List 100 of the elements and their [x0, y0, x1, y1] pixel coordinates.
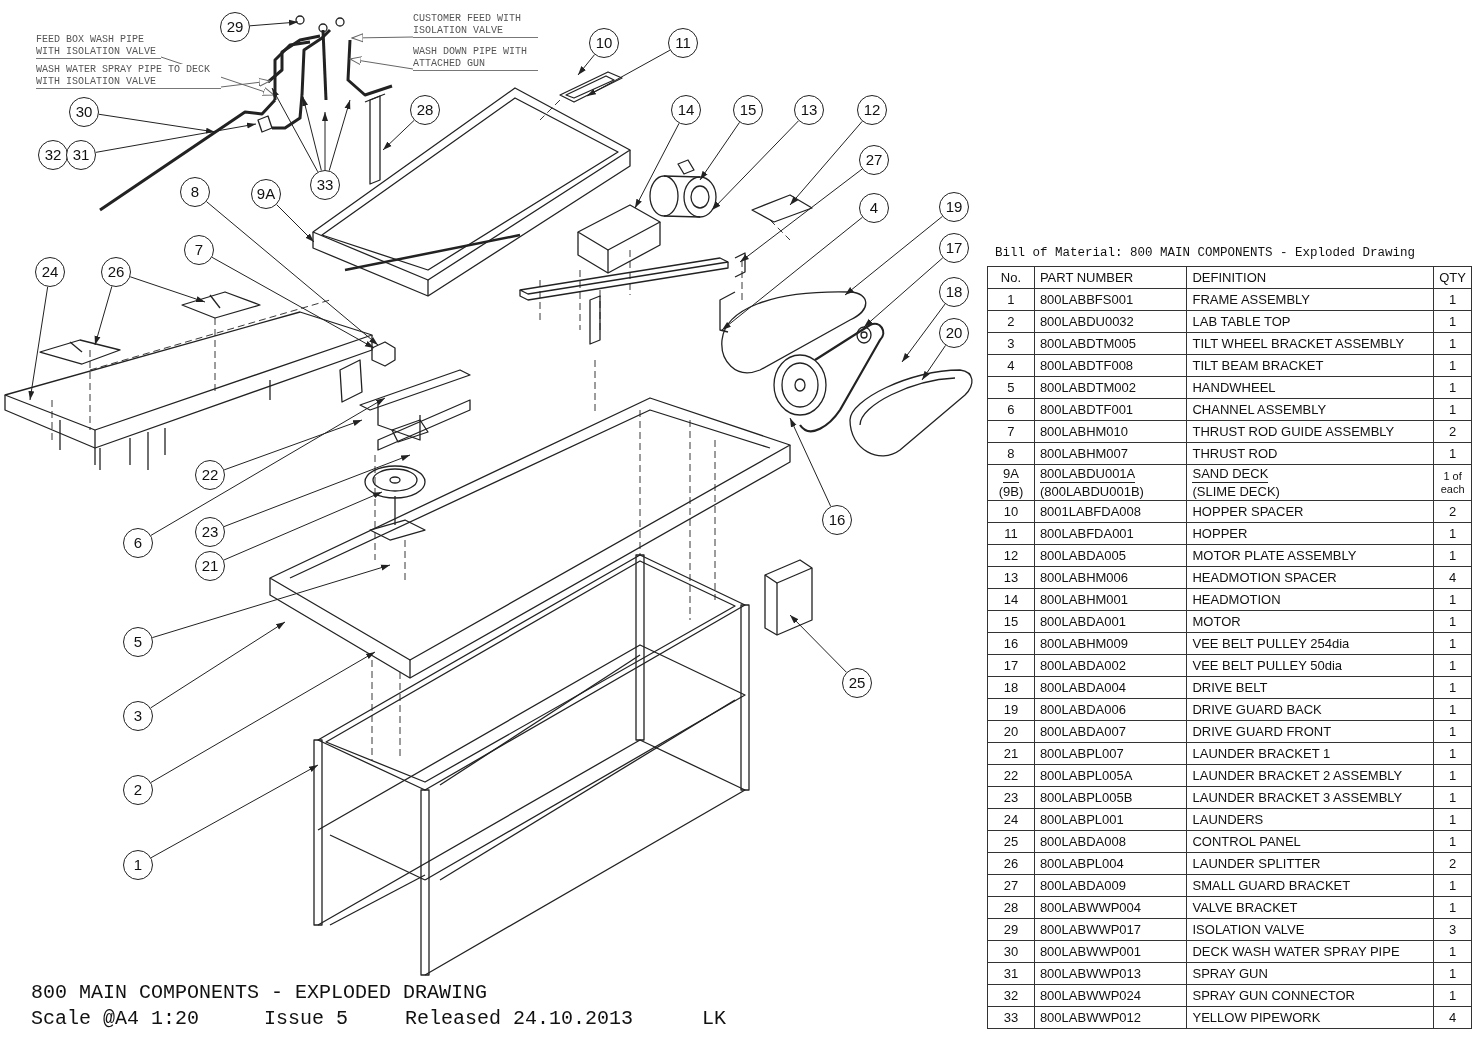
item-number: 6	[1007, 402, 1015, 417]
quantity: 1	[1449, 944, 1457, 959]
part-number: 800LABHM006	[1039, 570, 1129, 585]
column-header: QTY	[1439, 270, 1466, 285]
quantity: 1	[1449, 988, 1457, 1003]
part-definition: LAUNDER BRACKET 2 ASSEMBLY	[1192, 768, 1403, 783]
callout-number: 10	[589, 28, 619, 58]
part-definition: DRIVE GUARD BACK	[1192, 702, 1322, 717]
part-definition: SPRAY GUN	[1192, 966, 1268, 981]
leader-line	[150, 764, 319, 859]
part-number: 800LABHM001	[1039, 592, 1129, 607]
item-number: 28	[1003, 900, 1019, 915]
column-header: DEFINITION	[1192, 270, 1267, 285]
callout-number: 29	[220, 12, 250, 42]
part-number: 800LABWWP001	[1039, 944, 1142, 959]
callout-number: 9A	[251, 179, 281, 209]
part-definition: LAUNDERS	[1192, 812, 1264, 827]
leader-line	[151, 564, 391, 639]
part-number: 800LABPL007	[1039, 746, 1124, 761]
part-definition: CHANNEL ASSEMBLY	[1192, 402, 1327, 417]
part-definition: HANDWHEEL	[1192, 380, 1276, 395]
leader-line	[206, 201, 379, 346]
callout-number: 6	[123, 528, 153, 558]
leader-line	[586, 49, 671, 97]
item-number: 13	[1003, 570, 1019, 585]
part-definition: (SLIME DECK)	[1192, 483, 1281, 500]
item-number: 16	[1003, 636, 1019, 651]
leader-line	[211, 256, 375, 349]
item-number: 15	[1003, 614, 1019, 629]
callout-number: 27	[859, 145, 889, 175]
item-number: 22	[1003, 768, 1019, 783]
leader-line	[28, 286, 49, 401]
leader-line	[711, 120, 800, 211]
part-number: 800LABWWP024	[1039, 988, 1142, 1003]
note-text: WASH WATER SPRAY PIPE TO DECK WITH ISOLATION VALVE	[36, 64, 221, 89]
callout-number: 13	[794, 95, 824, 125]
part-definition: LAUNDER SPLITTER	[1192, 856, 1321, 871]
leader-line	[699, 121, 740, 181]
part-number: 800LABHM009	[1039, 636, 1129, 651]
callout-number: 28	[410, 95, 440, 125]
part-definition: THRUST ROD GUIDE ASSEMBLY	[1192, 424, 1395, 439]
item-number: 27	[1003, 878, 1019, 893]
callout-number: 16	[822, 505, 852, 535]
part-definition: HOPPER	[1192, 526, 1248, 541]
item-number: 25	[1003, 834, 1019, 849]
part-number: 800LABPL001	[1039, 812, 1124, 827]
release-date: Released 24.10.2013	[405, 1007, 634, 1030]
quantity: 1	[1449, 548, 1457, 563]
item-number: 4	[1007, 358, 1015, 373]
part-definition: TILT WHEEL BRACKET ASSEMBLY	[1192, 336, 1405, 351]
quantity: 1	[1449, 380, 1457, 395]
leader-line	[789, 120, 863, 206]
callout-number: 8	[180, 177, 210, 207]
part-definition: VEE BELT PULLEY 254dia	[1192, 636, 1350, 651]
quantity: 1	[1449, 358, 1457, 373]
column-header: PART NUMBER	[1039, 270, 1134, 285]
part-definition: SMALL GUARD BRACKET	[1192, 878, 1351, 893]
item-number: 21	[1003, 746, 1019, 761]
leader-line	[351, 33, 414, 43]
part-number: 800LABWWP013	[1039, 966, 1142, 981]
part-number: 800LABPL005B	[1039, 790, 1133, 805]
part-definition: VALVE BRACKET	[1192, 900, 1298, 915]
part-definition: SPRAY GUN CONNECTOR	[1192, 988, 1355, 1003]
callout-number: 7	[184, 235, 214, 265]
item-number: 11	[1004, 526, 1018, 541]
callout-number: 21	[195, 551, 225, 581]
leader-line	[844, 215, 943, 296]
part-number: 800LABDA006	[1039, 702, 1126, 717]
item-number: 2	[1007, 314, 1015, 329]
part-number: 800LABDU001A	[1039, 465, 1136, 483]
part-definition: HEADMOTION	[1192, 592, 1281, 607]
quantity: 1	[1449, 526, 1457, 541]
quantity: 1	[1449, 812, 1457, 827]
quantity: 1 of each	[1440, 469, 1465, 496]
part-definition: LAB TABLE TOP	[1192, 314, 1291, 329]
part-definition: VEE BELT PULLEY 50dia	[1192, 658, 1343, 673]
item-number: 12	[1003, 548, 1019, 563]
quantity: 1	[1449, 966, 1457, 981]
part-number: 800LABDA007	[1039, 724, 1126, 739]
callout-number: 12	[857, 95, 887, 125]
quantity: 2	[1449, 424, 1457, 439]
quantity: 1	[1449, 636, 1457, 651]
leader-line	[349, 56, 414, 70]
leader-line	[721, 216, 863, 331]
part-definition: DRIVE GUARD FRONT	[1192, 724, 1332, 739]
part-number: 800LABDA005	[1039, 548, 1126, 563]
leader-line	[223, 419, 363, 471]
item-number: 26	[1003, 856, 1019, 871]
callout-number: 23	[195, 517, 225, 547]
note-text: FEED BOX WASH PIPE WITH ISOLATION VALVE	[36, 34, 161, 59]
part-definition: LAUNDER BRACKET 1	[1192, 746, 1331, 761]
leader-line	[95, 122, 257, 153]
quantity: 1	[1449, 336, 1457, 351]
callout-number: 32	[38, 140, 68, 170]
item-number: 1	[1007, 292, 1015, 307]
leader-line	[150, 621, 286, 709]
leader-line	[150, 397, 386, 536]
scale-text: Scale @A4 1:20	[31, 1007, 200, 1030]
part-number: 800LABFDA001	[1039, 526, 1134, 541]
leader-line	[322, 111, 328, 171]
